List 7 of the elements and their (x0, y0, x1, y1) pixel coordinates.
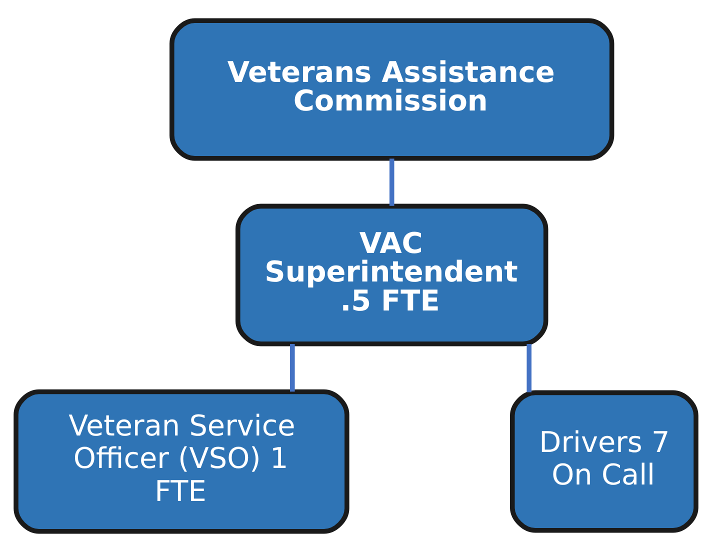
node-box: Veterans Assistance Commission (170, 18, 614, 160)
connector (290, 343, 295, 392)
node-box: VAC Superintendent .5 FTE (236, 203, 548, 346)
node-box: Drivers 7 On Call (510, 390, 698, 532)
node-box: Veteran Service Officer (VSO) 1 FTE (14, 388, 350, 534)
connector (526, 343, 532, 392)
connector (389, 158, 394, 206)
